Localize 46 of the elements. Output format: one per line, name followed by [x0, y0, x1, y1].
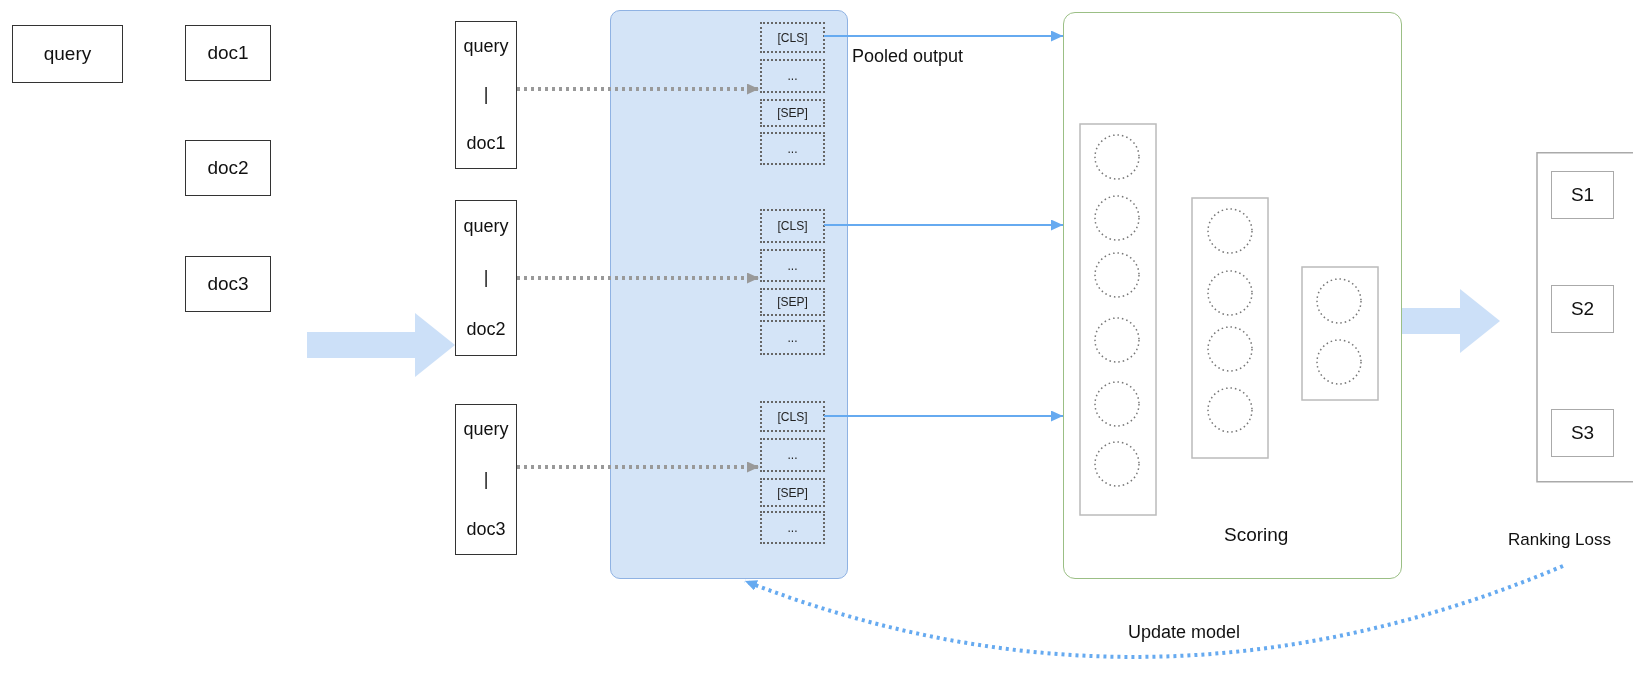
token-box: ... — [760, 320, 825, 355]
token-box: [CLS] — [760, 22, 825, 53]
node-label: doc3 — [466, 518, 506, 540]
text-box: doc2 — [185, 140, 271, 196]
token-box: ... — [760, 249, 825, 282]
score-box: S3 — [1551, 409, 1614, 457]
token-box: [SEP] — [760, 288, 825, 316]
encoder-panel — [610, 10, 848, 579]
token-box: ... — [760, 438, 825, 472]
arrow — [823, 410, 1064, 422]
dotted-arrow — [517, 83, 759, 95]
input-pair-box — [455, 21, 517, 169]
arrow — [823, 30, 1064, 42]
input-pair-box — [455, 200, 517, 356]
node-label: query — [463, 35, 509, 57]
dotted-arrow — [517, 272, 759, 284]
block-arrow — [307, 313, 455, 377]
token-box: [CLS] — [760, 209, 825, 243]
edge-label: Update model — [1128, 622, 1241, 643]
panel-title: Ranking Loss — [1508, 530, 1611, 550]
token-box: [SEP] — [760, 478, 825, 507]
token-box: [CLS] — [760, 401, 825, 432]
token-box: [SEP] — [760, 99, 825, 127]
token-box: ... — [760, 59, 825, 93]
dotted-arrow — [744, 564, 1564, 659]
edge-label: Pooled output — [852, 46, 964, 67]
block-arrow — [1402, 289, 1500, 353]
input-pair-box — [455, 404, 517, 555]
node-label: | — [483, 84, 489, 106]
dotted-arrow — [517, 461, 759, 473]
token-box: ... — [760, 511, 825, 544]
node-label: doc2 — [466, 318, 506, 340]
node-label: query — [463, 216, 509, 238]
text-box: doc3 — [185, 256, 271, 312]
score-box: S2 — [1551, 285, 1614, 333]
node-label: | — [483, 469, 489, 490]
node-label: doc1 — [466, 133, 506, 155]
scoring-panel — [1063, 12, 1402, 579]
arrow — [823, 219, 1064, 231]
token-box: ... — [760, 132, 825, 165]
text-box: doc1 — [185, 25, 271, 81]
node-label: | — [483, 267, 489, 289]
panel-title: Scoring — [1224, 524, 1289, 546]
node-label: query — [463, 419, 509, 441]
score-box: S1 — [1551, 171, 1614, 219]
text-box: query — [12, 25, 123, 83]
